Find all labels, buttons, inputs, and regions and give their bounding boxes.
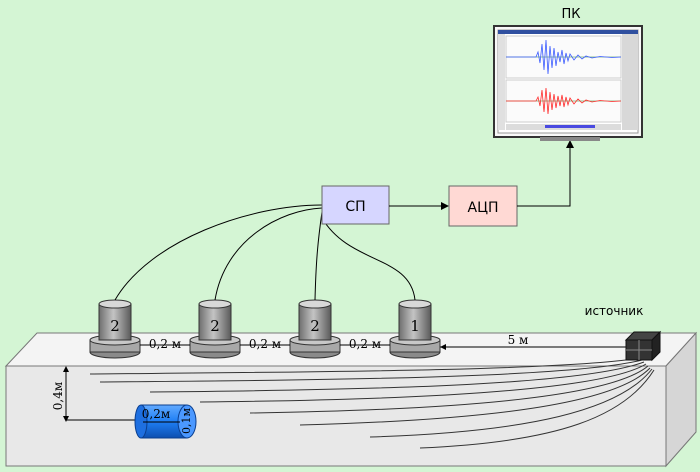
sensor-1: 1 <box>389 299 441 359</box>
wave-ray <box>199 363 647 403</box>
sp-box <box>321 185 390 225</box>
beam-front-face <box>5 365 667 467</box>
adc-label: АЦП <box>468 200 499 216</box>
defect-group: 0,4м 0,2м 0,1м <box>51 366 197 439</box>
adc-to-pc-line <box>517 146 571 207</box>
sensor-body <box>298 303 332 341</box>
sp-label: СП <box>345 199 365 215</box>
wave-ray <box>299 367 651 426</box>
gap-label-1: 0,2 м <box>149 337 181 351</box>
sensor-body <box>398 303 432 341</box>
concrete-beam <box>4 331 698 468</box>
arrow-head <box>63 366 69 372</box>
wave-ray <box>99 359 643 383</box>
source-label: источник <box>585 304 644 318</box>
sensor-2a: 2 <box>89 299 141 359</box>
sensor-number: 2 <box>310 317 320 335</box>
wave-rays <box>89 357 655 449</box>
defect-length-label: 0,2м <box>142 407 170 421</box>
monitor-stand <box>540 137 600 141</box>
sensor-top <box>198 299 232 309</box>
sensor-top <box>398 299 432 309</box>
source-distance-label: 5 м <box>508 333 529 347</box>
trace-red <box>506 87 622 115</box>
wave-ray <box>89 357 641 375</box>
wave-ray <box>369 368 653 438</box>
wave-ray <box>149 361 645 393</box>
spacing-dimensions <box>140 344 636 350</box>
arrow-head <box>441 202 449 210</box>
wave-ray <box>249 365 649 414</box>
cable <box>314 211 323 301</box>
gap-label-2: 0,2 м <box>249 337 281 351</box>
pc-monitor <box>493 25 643 141</box>
sensor-2b: 2 <box>189 299 241 359</box>
app-right-panel <box>622 34 638 130</box>
arrow-head <box>440 344 446 350</box>
sensor-top <box>298 299 332 309</box>
cable <box>214 207 323 301</box>
depth-label: 0,4м <box>51 382 65 410</box>
sensor-number: 2 <box>110 317 120 335</box>
sensor-top <box>98 299 132 309</box>
sensor-number: 1 <box>410 317 420 335</box>
sensor-body <box>98 303 132 341</box>
app-titlebar <box>498 30 638 34</box>
adc-box <box>448 185 518 227</box>
trace-blue <box>506 39 622 75</box>
gap-label-3: 0,2 м <box>349 337 381 351</box>
arrow-head <box>566 140 574 148</box>
cable <box>321 217 416 301</box>
pc-label: ПК <box>561 7 580 22</box>
progress-bar <box>545 125 595 128</box>
wave-ray <box>419 369 655 449</box>
arrow-head <box>63 416 69 422</box>
cable <box>114 204 323 301</box>
sensor-cables <box>114 204 416 301</box>
defect-diameter-label: 0,1м <box>180 408 193 434</box>
sensor-2c: 2 <box>289 299 341 359</box>
source-cube <box>624 330 662 362</box>
app-sidebar <box>498 34 505 130</box>
sensor-number: 2 <box>210 317 220 335</box>
